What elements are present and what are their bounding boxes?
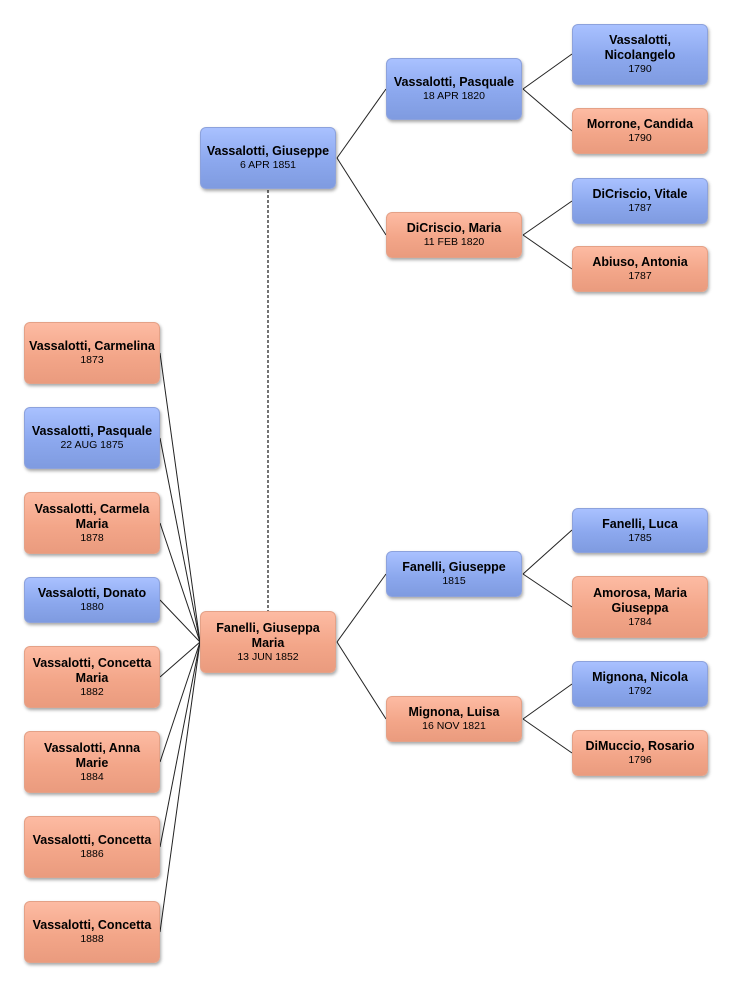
link-giuseppe-f-luca (522, 529, 573, 575)
person-date: 1792 (628, 685, 652, 697)
person-card-nicola[interactable]: Mignona, Nicola 1792 (572, 661, 708, 707)
person-card-rosario[interactable]: DiMuccio, Rosario 1796 (572, 730, 708, 776)
person-card-vitale[interactable]: DiCriscio, Vitale 1787 (572, 178, 708, 224)
person-date: 1815 (442, 575, 466, 587)
person-date: 1796 (628, 754, 652, 766)
link-luisa-rosario (522, 718, 573, 754)
person-date: 1785 (628, 531, 652, 544)
person-card-giuseppa[interactable]: Fanelli, Giuseppa Maria 13 JUN 1852 (200, 611, 336, 673)
person-date: 1888 (80, 933, 104, 945)
link-child-anna (159, 641, 201, 763)
link-giuseppa-giuseppe-f (336, 573, 387, 643)
person-name: DiCriscio, Maria (406, 221, 502, 235)
link-maria-vitale (522, 200, 573, 236)
link-giuseppe-pasquale (336, 88, 387, 159)
person-card-maria-g[interactable]: Amorosa, Maria Giuseppa 1784 (572, 576, 708, 638)
person-card-anna[interactable]: Vassalotti, Anna Marie 1884 (24, 731, 160, 793)
person-date: 1787 (628, 202, 652, 214)
person-card-candida[interactable]: Morrone, Candida 1790 (572, 108, 708, 154)
person-card-luisa[interactable]: Mignona, Luisa 16 NOV 1821 (386, 696, 522, 742)
person-date: 22 AUG 1875 (60, 439, 124, 451)
person-date: 1784 (628, 615, 652, 628)
link-giuseppe-f-maria-g (522, 573, 573, 608)
person-card-giuseppe[interactable]: Vassalotti, Giuseppe 6 APR 1851 (200, 127, 336, 189)
person-date: 16 NOV 1821 (422, 720, 486, 732)
link-giuseppa-luisa (336, 641, 387, 720)
link-pasquale-candida (522, 88, 573, 132)
link-child-carmela (159, 522, 201, 643)
person-name: Vassalotti, Giuseppe (206, 144, 330, 158)
link-giuseppe-maria (336, 157, 387, 236)
person-card-concetta-1886[interactable]: Vassalotti, Concetta 1886 (24, 816, 160, 878)
person-name: Vassalotti, Donato (37, 586, 147, 600)
person-name: Vassalotti, Pasquale (31, 424, 153, 438)
person-card-pasquale-sr[interactable]: Vassalotti, Pasquale 18 APR 1820 (386, 58, 522, 120)
person-name: Vassalotti, Concetta (32, 918, 152, 932)
person-card-pasquale-jr[interactable]: Vassalotti, Pasquale 22 AUG 1875 (24, 407, 160, 469)
person-date: 1790 (628, 63, 652, 75)
person-card-donato[interactable]: Vassalotti, Donato 1880 (24, 577, 160, 623)
person-name: Fanelli, Giuseppa Maria (216, 620, 320, 650)
person-date: 11 FEB 1820 (423, 236, 485, 248)
person-date: 1884 (80, 770, 104, 783)
link-child-donato (159, 599, 201, 643)
person-date: 6 APR 1851 (239, 159, 297, 171)
person-date: 1882 (80, 685, 104, 698)
person-name: Vassalotti, Pasquale (393, 75, 515, 89)
person-date: 1873 (80, 354, 104, 366)
person-name: Vassalotti, Nicolangelo (604, 33, 676, 62)
link-pasquale-nicolangelo (522, 53, 573, 90)
link-child-concetta-m (159, 641, 201, 678)
person-date: 1878 (80, 531, 104, 544)
person-date: 18 APR 1820 (423, 90, 485, 102)
person-card-luca[interactable]: Fanelli, Luca 1785 (572, 508, 708, 553)
person-card-carmelina[interactable]: Vassalotti, Carmelina 1873 (24, 322, 160, 384)
person-name: Mignona, Luisa (408, 705, 500, 719)
person-name: Vassalotti, Concetta Maria (32, 655, 152, 685)
link-luisa-nicola (522, 683, 573, 720)
link-child-carmelina (159, 352, 201, 643)
person-date: 1790 (628, 132, 652, 144)
person-name: Vassalotti, Carmela Maria (34, 501, 150, 531)
person-card-antonia[interactable]: Abiuso, Antonia 1787 (572, 246, 708, 292)
person-name: Amorosa, Maria Giuseppa (593, 585, 687, 615)
person-date: 1787 (628, 270, 652, 282)
person-card-maria-d[interactable]: DiCriscio, Maria 11 FEB 1820 (386, 212, 522, 258)
person-name: DiMuccio, Rosario (585, 739, 695, 753)
person-name: Vassalotti, Anna Marie (43, 740, 141, 770)
person-card-carmela[interactable]: Vassalotti, Carmela Maria 1878 (24, 492, 160, 554)
person-name: Fanelli, Luca (602, 516, 678, 531)
person-name: Fanelli, Giuseppe (402, 560, 506, 574)
person-name: Mignona, Nicola (592, 670, 688, 684)
person-name: Abiuso, Antonia (592, 255, 688, 269)
person-date: 13 JUN 1852 (237, 650, 299, 663)
person-date: 1886 (80, 848, 104, 860)
person-date: 1880 (80, 601, 104, 613)
person-card-nicolangelo[interactable]: Vassalotti, Nicolangelo 1790 (572, 24, 708, 85)
link-child-concetta-1886 (159, 641, 201, 848)
person-name: Morrone, Candida (586, 117, 694, 131)
person-card-giuseppe-f[interactable]: Fanelli, Giuseppe 1815 (386, 551, 522, 597)
person-name: DiCriscio, Vitale (592, 187, 688, 201)
link-child-pasquale-jr (159, 437, 201, 643)
link-child-concetta-1888 (159, 641, 201, 933)
person-name: Vassalotti, Concetta (32, 833, 152, 847)
person-card-concetta-1888[interactable]: Vassalotti, Concetta 1888 (24, 901, 160, 963)
person-card-concetta-m[interactable]: Vassalotti, Concetta Maria 1882 (24, 646, 160, 708)
link-maria-antonia (522, 234, 573, 270)
person-name: Vassalotti, Carmelina (29, 339, 155, 353)
